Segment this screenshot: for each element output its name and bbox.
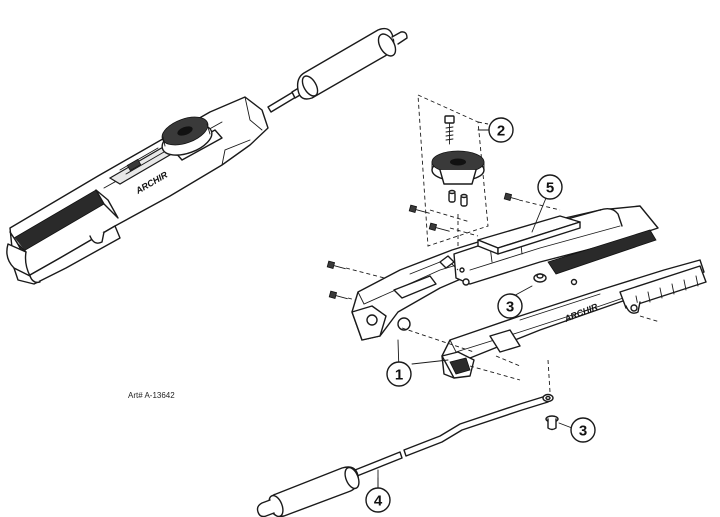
part-2-pins (448, 189, 468, 207)
housing-part-1 (351, 205, 659, 341)
rivet-part-3 (545, 415, 573, 431)
part-2-dashed-boundary (417, 94, 489, 247)
callout-3-upper-number: 3 (506, 299, 514, 316)
cover-plate-part-5 (477, 215, 581, 255)
callout-5: 5 (537, 174, 563, 200)
callout-3-lower: 3 (570, 417, 596, 443)
projection-lines (401, 214, 661, 393)
housing-nut (533, 273, 578, 286)
drive-shaft-part-4 (256, 393, 554, 517)
knob-assembly-part-2 (417, 94, 490, 247)
callout-2-number: 2 (497, 123, 505, 140)
assembled-drive-shaft (267, 27, 408, 113)
assembled-wrench: ARCHIR (6, 27, 408, 285)
part-2-screw (444, 115, 455, 145)
art-number-label: Art# A-13642 (128, 391, 175, 400)
callout-3-lower-number: 3 (579, 423, 587, 440)
callout-5-number: 5 (546, 180, 554, 197)
assembled-adjustment-knob (161, 116, 213, 156)
callout-3-upper: 3 (497, 293, 523, 319)
lower-housing: ARCHIR (441, 259, 707, 379)
callout-2: 2 (488, 117, 514, 143)
callout-1-number: 1 (395, 367, 403, 384)
callout-1: 1 (386, 361, 412, 387)
callout-4: 4 (365, 487, 391, 513)
assembled-foot (29, 275, 41, 284)
part-2-knob (431, 150, 485, 185)
assembled-tab (89, 231, 105, 244)
callout-4-number: 4 (374, 493, 383, 510)
